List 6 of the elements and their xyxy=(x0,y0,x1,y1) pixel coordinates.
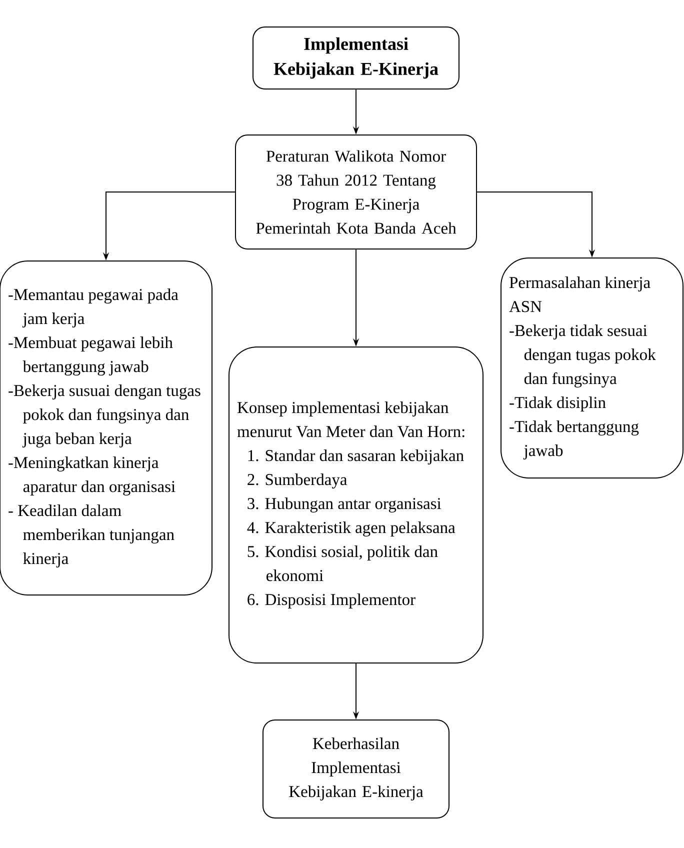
process-box: -Memantau pegawai pada jam kerja -Membuat pegawai lebih bertanggung jawab -Bekerja susuai dengan tugas pokok dan fungsinya dan juga beban kerja -Meningkatkan kinerja aparatur dan organisasi - Keadilan dalam memberikan tunjangan kinerja xyxy=(0,260,212,596)
process-box: Implementasi Kebijakan E-Kinerja xyxy=(252,26,460,90)
process-box: Peraturan Walikota Nomor 38 Tahun 2012 Tentang Program E-Kinerja Pemerintah Kota Banda Aceh xyxy=(235,134,477,250)
process-box: Keberhasilan Implementasi Kebijakan E-kinerja xyxy=(262,720,450,818)
process-box: Konsep implementasi kebijakan menurut Van Meter dan Van Horn: 1. Standar dan sasaran kebijakan 2. Sumberdaya 3. Hubungan antar organisasi 4. Karakteristik agen pelaksana 5. Kondisi sosial, politik dan ekonomi 6. Disposisi Implementor xyxy=(228,346,484,664)
process-box: Permasalahan kinerja ASN -Bekerja tidak sesuai dengan tugas pokok dan fungsinya -Tidak disiplin -Tidak bertanggung jawab xyxy=(500,258,684,478)
